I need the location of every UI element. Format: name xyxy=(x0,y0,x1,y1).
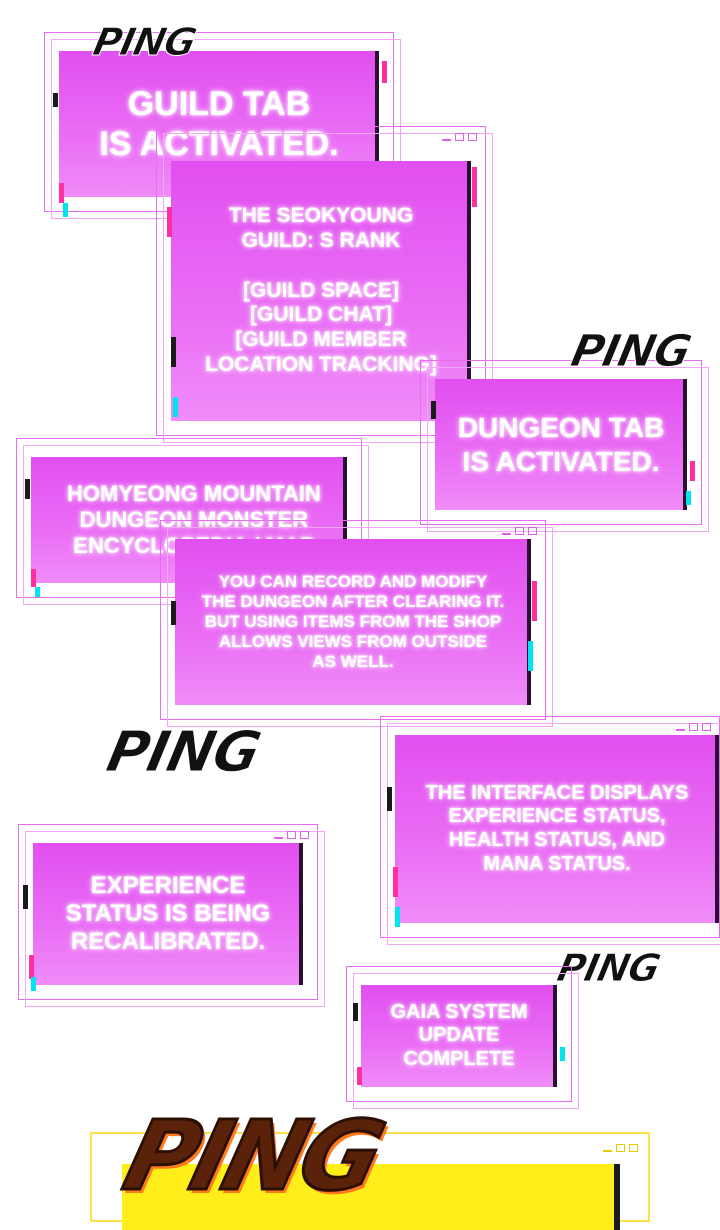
ping-sfx-1: PING xyxy=(89,20,200,65)
minimize-icon[interactable] xyxy=(442,139,451,141)
window-controls xyxy=(442,131,477,143)
close-icon[interactable] xyxy=(629,1144,638,1152)
experience-recal-panel: EXPERIENCE STATUS IS BEING RECALIBRATED. xyxy=(33,843,303,985)
dungeon-record-window: YOU CAN RECORD AND MODIFY THE DUNGEON AF… xyxy=(160,520,553,727)
window-controls xyxy=(274,829,309,841)
guild-info-window: THE SEOKYOUNG GUILD: S RANK [GUILD SPACE… xyxy=(156,126,493,443)
maximize-icon[interactable] xyxy=(616,1144,625,1152)
ping-sfx-2: PING xyxy=(566,326,695,378)
dungeon-tab-panel: DUNGEON TAB IS ACTIVATED. xyxy=(435,379,687,510)
minimize-icon[interactable] xyxy=(603,1150,612,1152)
maximize-icon[interactable] xyxy=(515,527,524,535)
dungeon-tab-text: DUNGEON TAB IS ACTIVATED. xyxy=(457,412,665,477)
maximize-icon[interactable] xyxy=(689,723,698,731)
dungeon-tab-window: DUNGEON TAB IS ACTIVATED. xyxy=(420,360,709,532)
ping-sfx-3: PING xyxy=(101,720,267,786)
close-icon[interactable] xyxy=(702,723,711,731)
gaia-update-window: GAIA SYSTEM UPDATE COMPLETE xyxy=(346,966,579,1109)
minimize-icon[interactable] xyxy=(502,533,511,535)
close-icon[interactable] xyxy=(468,133,477,141)
close-icon[interactable] xyxy=(528,527,537,535)
close-icon[interactable] xyxy=(300,831,309,839)
experience-recal-text: EXPERIENCE STATUS IS BEING RECALIBRATED. xyxy=(65,871,271,956)
maximize-icon[interactable] xyxy=(287,831,296,839)
interface-status-panel: THE INTERFACE DISPLAYS EXPERIENCE STATUS… xyxy=(395,735,719,923)
window-controls xyxy=(502,525,537,537)
dungeon-record-panel: YOU CAN RECORD AND MODIFY THE DUNGEON AF… xyxy=(175,539,531,705)
dungeon-record-text: YOU CAN RECORD AND MODIFY THE DUNGEON AF… xyxy=(201,571,505,672)
guild-info-panel: THE SEOKYOUNG GUILD: S RANK [GUILD SPACE… xyxy=(171,161,471,421)
ping-sfx-big: PING xyxy=(113,1099,393,1214)
minimize-icon[interactable] xyxy=(676,729,685,731)
gaia-update-text: GAIA SYSTEM UPDATE COMPLETE xyxy=(390,1000,528,1070)
minimize-icon[interactable] xyxy=(274,837,283,839)
experience-recal-window: EXPERIENCE STATUS IS BEING RECALIBRATED. xyxy=(18,824,325,1007)
interface-status-text: THE INTERFACE DISPLAYS EXPERIENCE STATUS… xyxy=(425,781,689,875)
guild-tab-text: GUILD TAB IS ACTIVATED. xyxy=(99,84,339,163)
window-controls xyxy=(603,1144,638,1152)
maximize-icon[interactable] xyxy=(455,133,464,141)
guild-info-text: THE SEOKYOUNG GUILD: S RANK [GUILD SPACE… xyxy=(205,204,437,376)
window-controls xyxy=(676,721,711,733)
interface-status-window: THE INTERFACE DISPLAYS EXPERIENCE STATUS… xyxy=(380,716,720,945)
gaia-update-panel: GAIA SYSTEM UPDATE COMPLETE xyxy=(361,985,557,1087)
